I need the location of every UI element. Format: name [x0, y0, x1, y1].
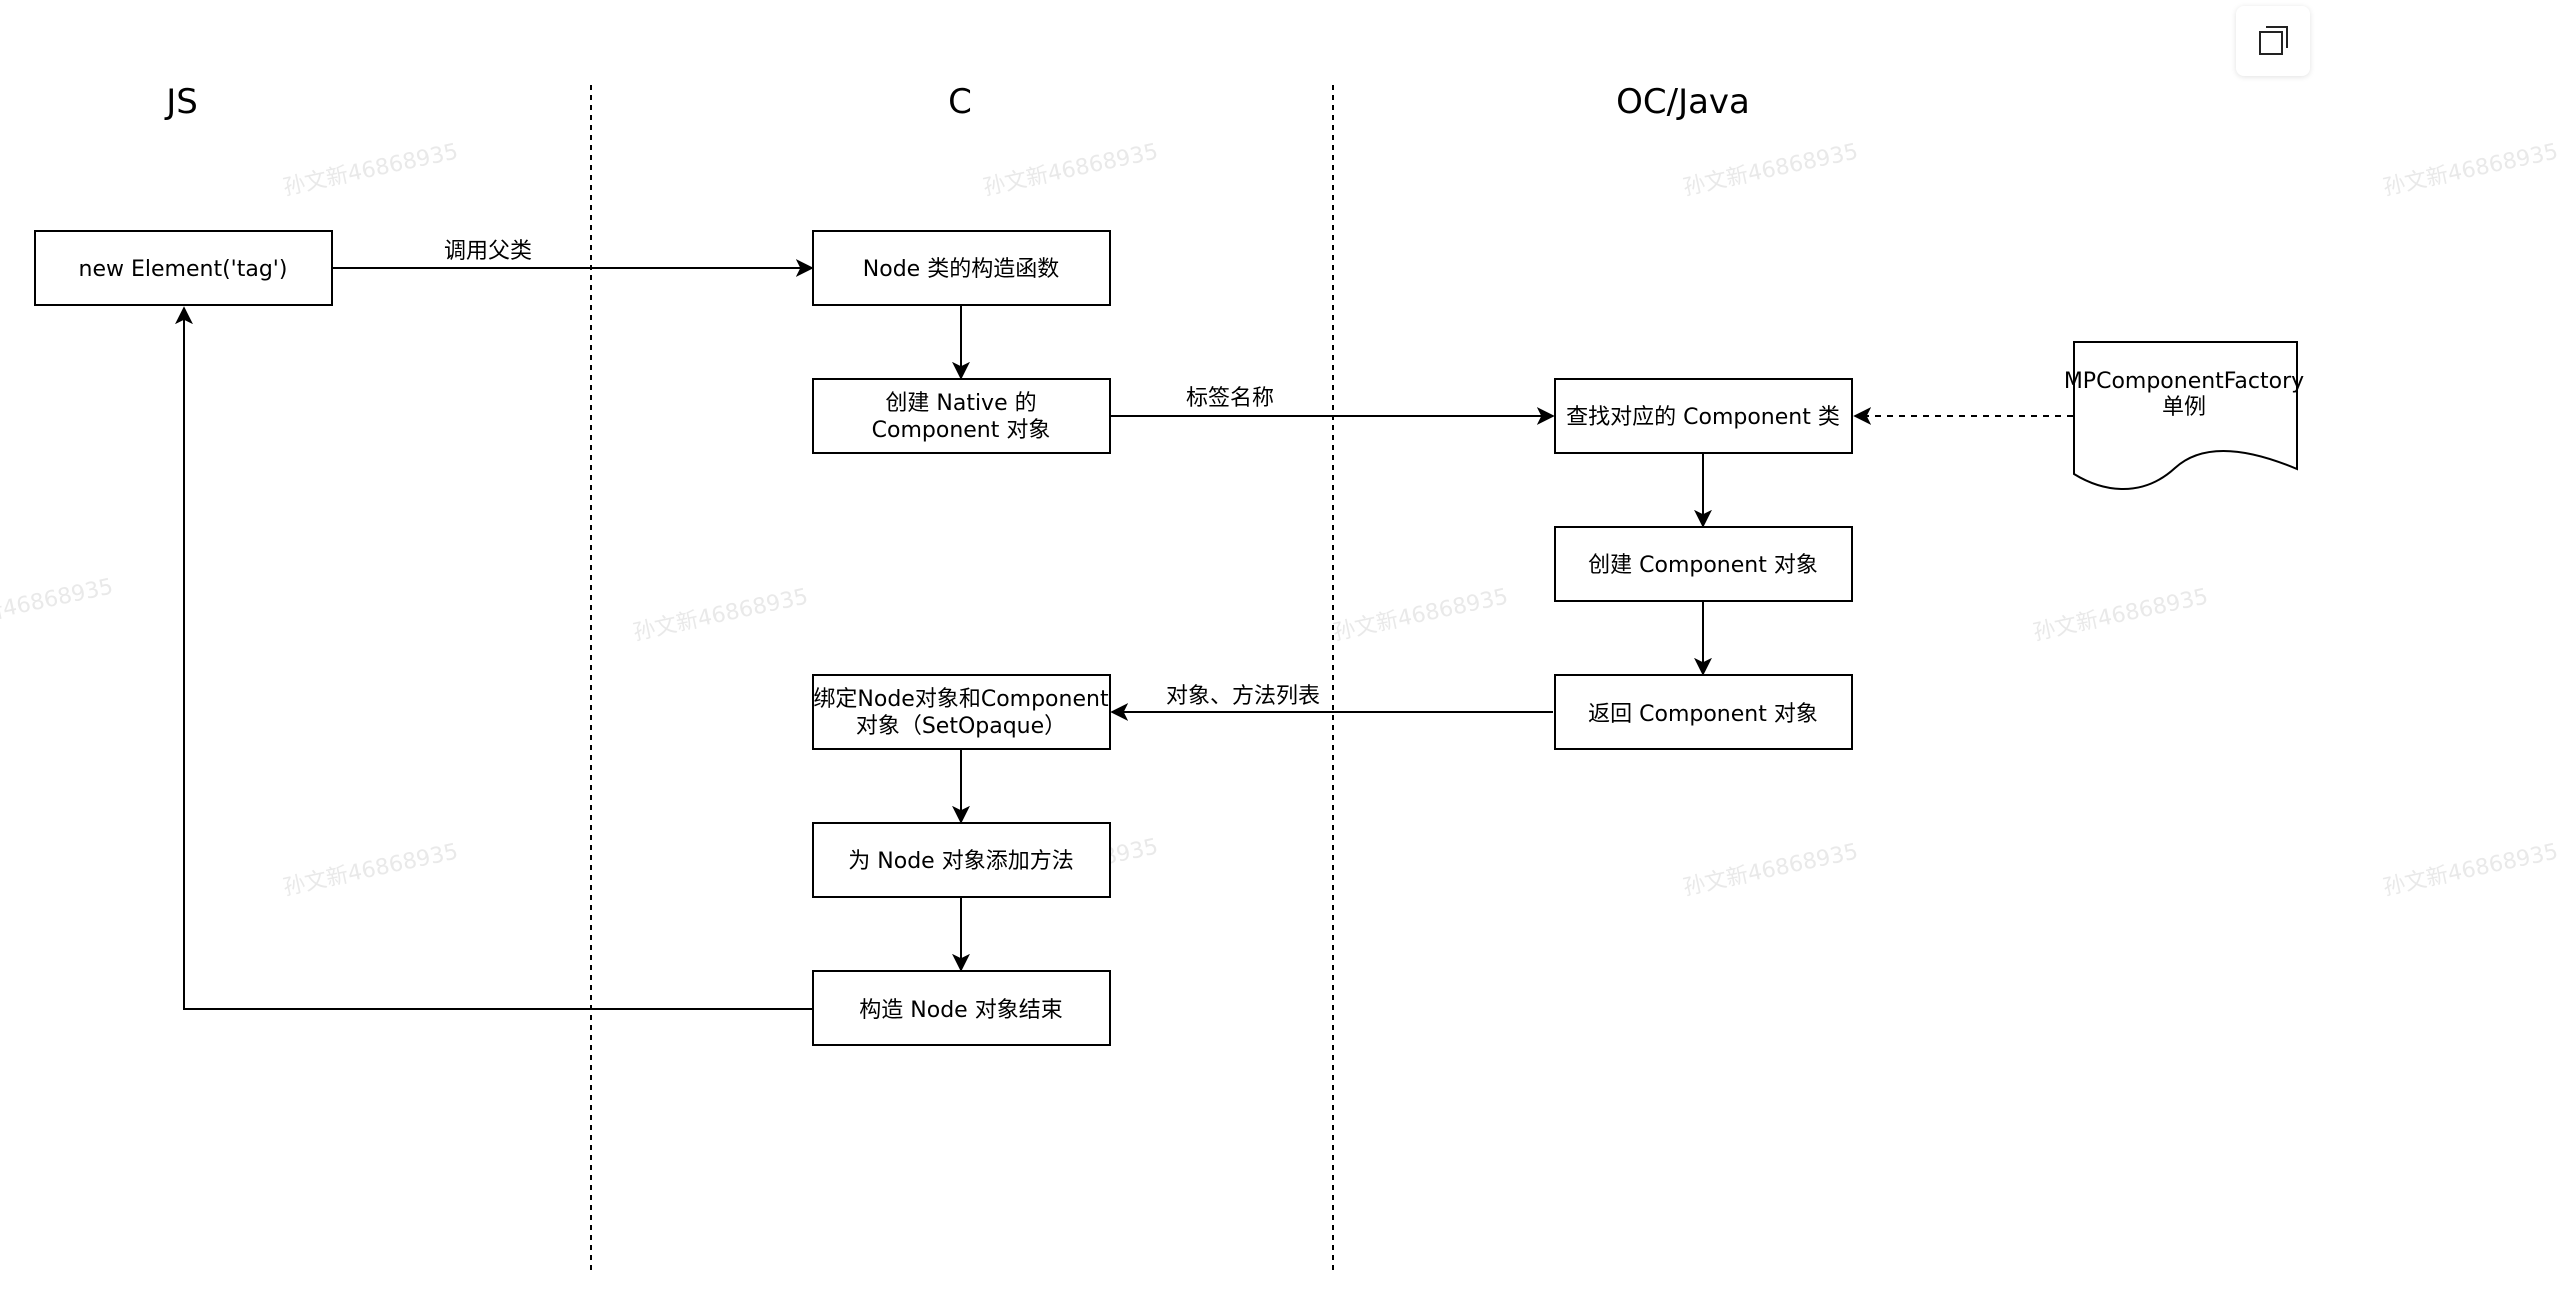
node-label: Component 对象 [872, 418, 1051, 443]
lane-title-c: C [948, 82, 972, 122]
watermark: 孙文新46868935 [0, 574, 115, 635]
watermark: 孙文新46868935 [281, 839, 460, 900]
node-label: 绑定Node对象和Component [813, 687, 1109, 712]
node-label: Node 类的构造函数 [863, 257, 1059, 282]
copy-button[interactable] [2236, 6, 2310, 76]
node-label: 构造 Node 对象结束 [859, 998, 1062, 1023]
watermark: 孙文新46868935 [1681, 139, 1860, 200]
watermark: 孙文新46868935 [2381, 839, 2560, 900]
node-label: 为 Node 对象添加方法 [848, 849, 1073, 874]
edge-label-call-parent: 调用父类 [444, 239, 532, 264]
node-label: 单例 [2162, 395, 2206, 420]
node-label: MPComponentFactory [2064, 369, 2304, 394]
watermark: 孙文新46868935 [1681, 839, 1860, 900]
node-find-component-class: 查找对应的 Component 类 [1554, 378, 1853, 454]
node-create-component: 创建 Component 对象 [1554, 526, 1853, 602]
node-label: 创建 Native 的 [885, 391, 1036, 416]
node-label: 返回 Component 对象 [1588, 702, 1818, 727]
watermark-layer: 孙文新46868935 孙文新46868935 孙文新46868935 孙文新4… [0, 139, 2560, 900]
node-label: 查找对应的 Component 类 [1566, 405, 1840, 430]
watermark: 孙文新46868935 [2381, 139, 2560, 200]
node-label: 创建 Component 对象 [1588, 553, 1818, 578]
node-create-native-component: 创建 Native 的 Component 对象 [812, 378, 1111, 454]
watermark: 孙文新46868935 [2031, 584, 2210, 645]
watermark: 孙文新46868935 [981, 139, 1160, 200]
node-add-methods: 为 Node 对象添加方法 [812, 822, 1111, 898]
copy-icon [2258, 26, 2288, 56]
node-return-component: 返回 Component 对象 [1554, 674, 1853, 750]
node-component-factory: MPComponentFactory 单例 [2064, 341, 2304, 490]
watermark: 孙文新46868935 [631, 584, 810, 645]
node-label: 对象（SetOpaque） [856, 714, 1066, 739]
edge-end-to-js [175, 306, 812, 1010]
node-node-constructor: Node 类的构造函数 [812, 230, 1111, 306]
edge-label-tag-name: 标签名称 [1186, 386, 1274, 411]
node-new-element: new Element('tag') [34, 230, 333, 306]
node-label: new Element('tag') [79, 257, 288, 282]
watermark: 孙文新46868935 [281, 139, 460, 200]
lane-title-oc-java: OC/Java [1616, 82, 1750, 122]
lane-title-js: JS [164, 82, 198, 122]
edges [175, 259, 2073, 1010]
watermark: 孙文新46868935 [1331, 584, 1510, 645]
node-bind-node-component: 绑定Node对象和Component 对象（SetOpaque） [812, 674, 1111, 750]
edge-label-object-method-list: 对象、方法列表 [1166, 684, 1320, 709]
node-constructor-end: 构造 Node 对象结束 [812, 970, 1111, 1046]
